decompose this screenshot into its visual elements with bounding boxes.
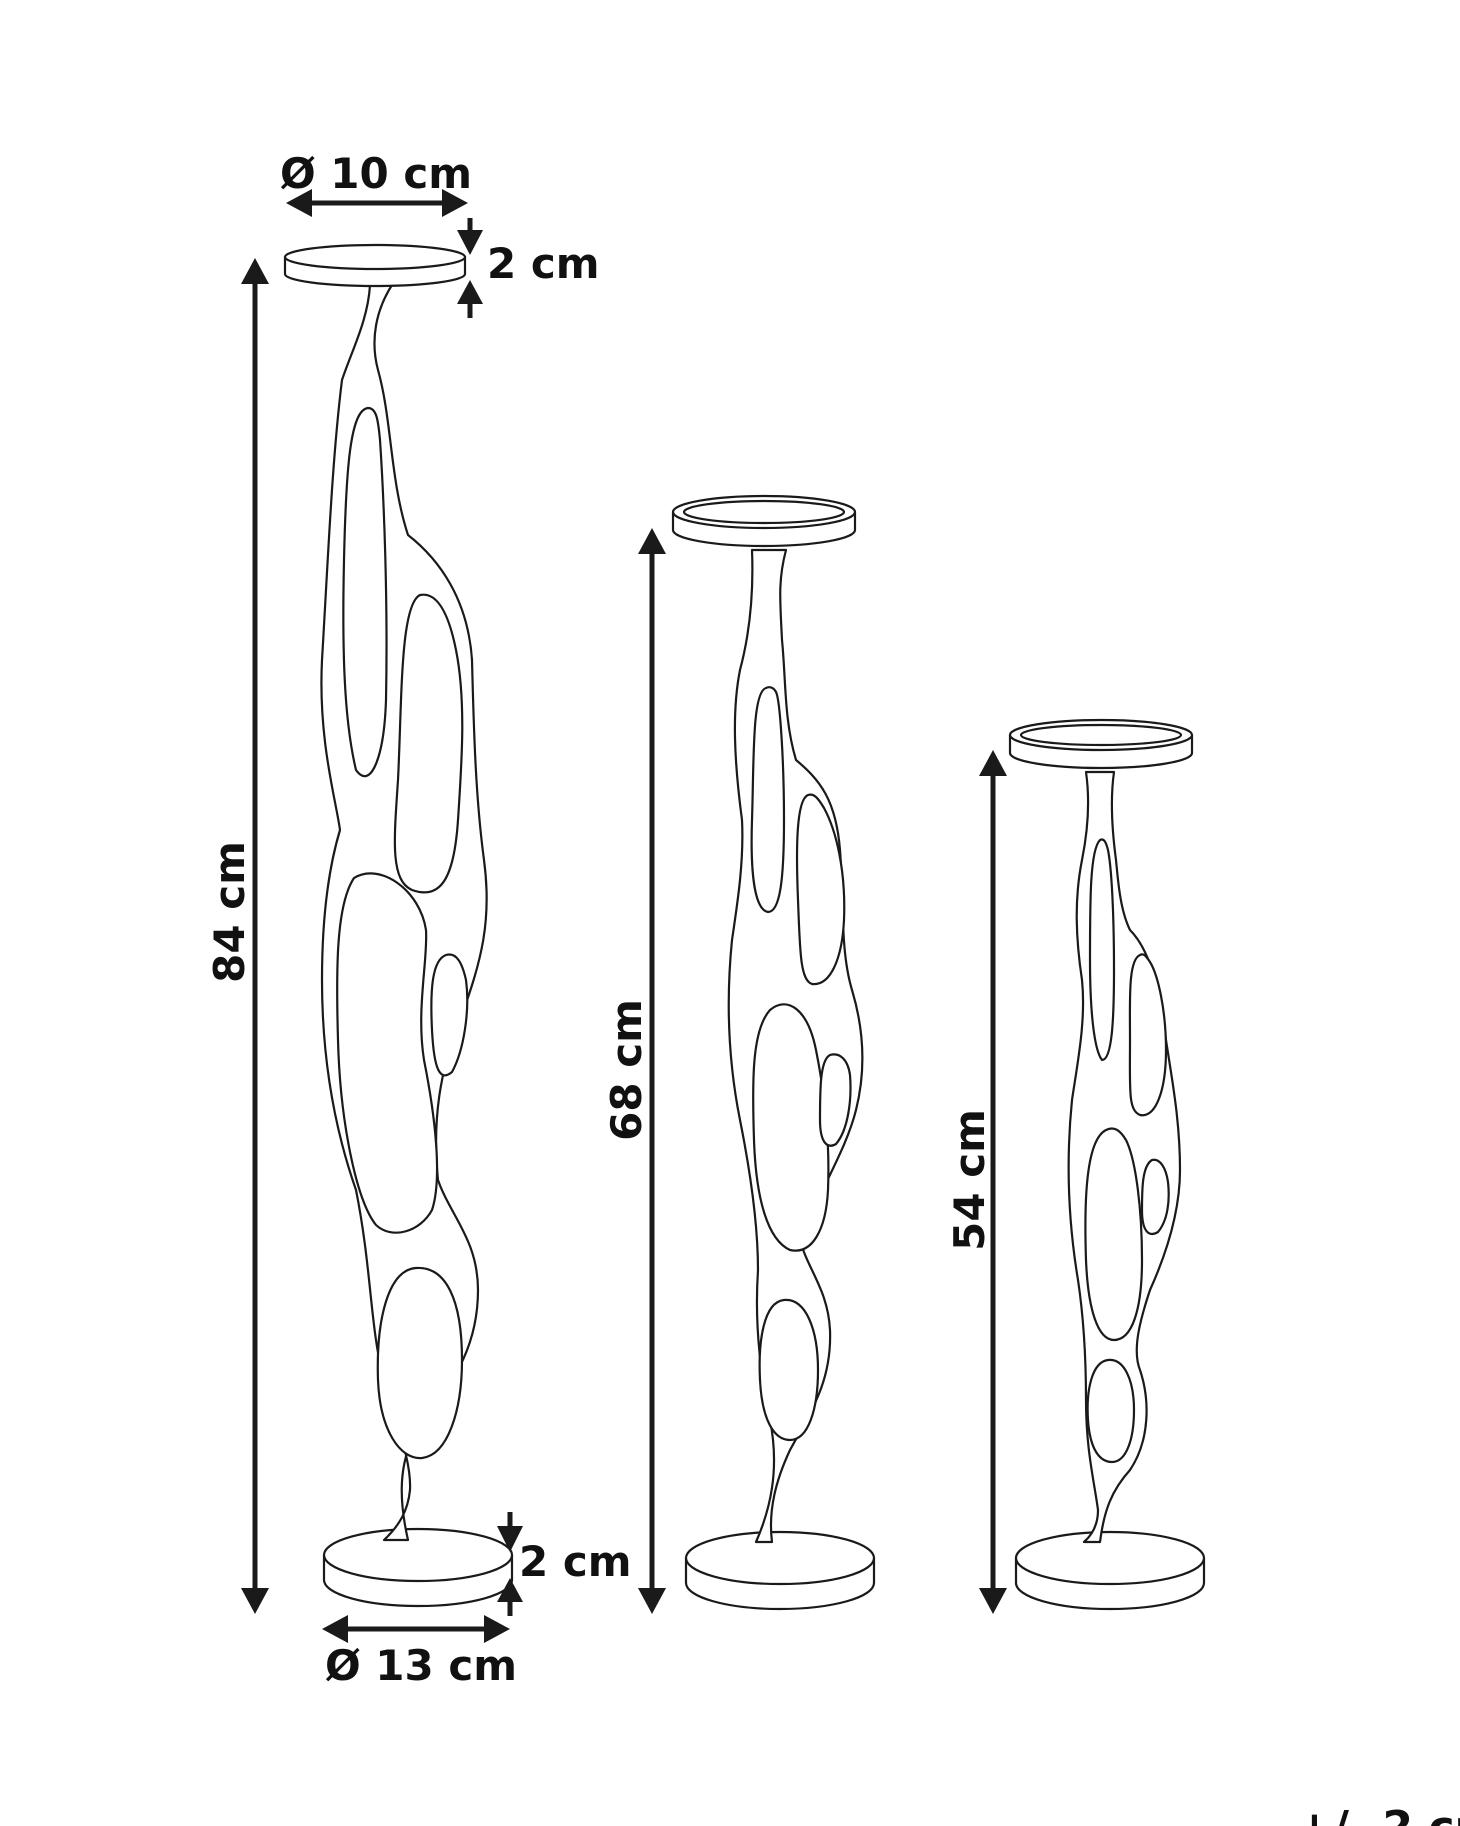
holder-medium-hole <box>795 793 846 986</box>
holder-medium-hole <box>752 1003 830 1252</box>
holder-small-hole <box>1140 1158 1170 1236</box>
holder-large-height-label: 84 cm <box>205 841 254 983</box>
holder-small-hole <box>1128 953 1168 1117</box>
holder-large-hole <box>376 1266 464 1460</box>
holder-large-hole <box>393 593 464 894</box>
tolerance-note: +/- 2 cm <box>1296 1802 1460 1826</box>
holder-medium-hole <box>818 1053 852 1147</box>
candle-holder-small <box>1008 718 1206 1611</box>
holder-large-hole <box>336 872 439 1234</box>
holder-large-base-thickness-label: 2 cm <box>519 1537 632 1586</box>
dimension-labels: 84 cm Ø 10 cm 2 cm 2 cm Ø 13 cm 68 cm 54… <box>205 149 1460 1826</box>
holder-large-hole <box>430 953 469 1077</box>
holder-small-base <box>1014 1530 1206 1611</box>
holder-medium-hole <box>750 686 786 914</box>
holder-small-height-label: 54 cm <box>945 1109 994 1251</box>
holder-small-hole <box>1088 838 1116 1062</box>
candle-holder-large <box>283 243 514 1608</box>
holder-medium-height-label: 68 cm <box>602 999 651 1141</box>
candle-holder-medium <box>671 494 876 1611</box>
holder-medium-hole <box>758 1298 820 1442</box>
holder-medium-top-plate <box>671 494 857 548</box>
holder-large-top-plate <box>283 243 467 288</box>
holder-small-hole <box>1086 1358 1136 1464</box>
holder-large-top-thickness-label: 2 cm <box>487 239 600 288</box>
holder-small-hole <box>1084 1127 1144 1342</box>
holder-large-base-diameter-label: Ø 13 cm <box>325 1641 517 1690</box>
holder-large-base <box>322 1527 514 1608</box>
holder-large-hole <box>342 406 388 778</box>
dimension-arrows <box>241 189 1007 1643</box>
holder-large-top-diameter-label: Ø 10 cm <box>280 149 472 198</box>
holder-medium-base <box>684 1530 876 1611</box>
holder-small-top-plate <box>1008 718 1194 770</box>
